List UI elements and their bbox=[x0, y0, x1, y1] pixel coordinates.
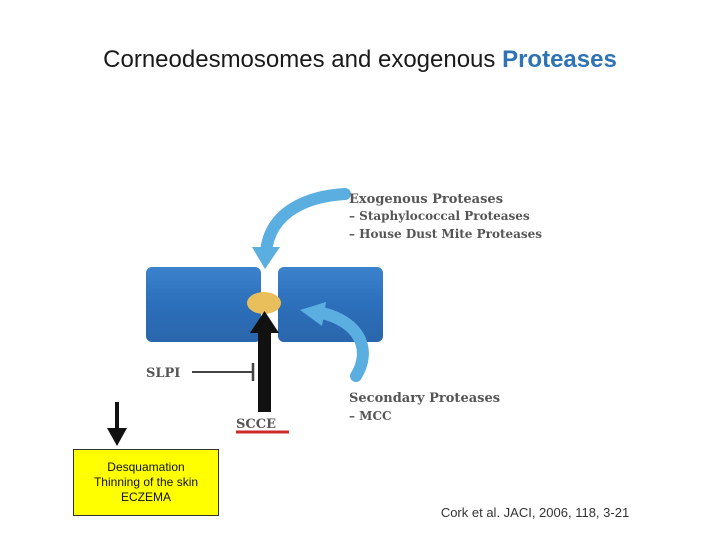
corneodesmosome bbox=[247, 292, 281, 314]
exogenous-item-1: – Staphylococcal Proteases bbox=[349, 209, 530, 223]
callout-line-desquamation: Desquamation bbox=[107, 460, 184, 475]
scce-arrow-shaft bbox=[258, 330, 271, 412]
eczema-callout-box: Desquamation Thinning of the skin ECZEMA bbox=[73, 449, 219, 516]
slpi-label: SLPI bbox=[146, 366, 180, 381]
secondary-heading: Secondary Proteases bbox=[349, 391, 500, 406]
citation: Cork et al. JACI, 2006, 118, 3-21 bbox=[400, 505, 670, 520]
eczema-arrowhead bbox=[107, 428, 127, 446]
corneocyte-right bbox=[278, 267, 383, 342]
exogenous-item-2: – House Dust Mite Proteases bbox=[349, 227, 542, 241]
scce-label: SCCE bbox=[236, 417, 276, 432]
callout-line-thinning: Thinning of the skin bbox=[94, 475, 198, 490]
exogenous-protease-arrow bbox=[266, 194, 345, 252]
exogenous-arrowhead bbox=[252, 247, 280, 269]
callout-line-eczema: ECZEMA bbox=[121, 490, 171, 505]
secondary-item-1: – MCC bbox=[349, 409, 392, 423]
corneocyte-left bbox=[146, 267, 261, 342]
exogenous-heading: Exogenous Proteases bbox=[349, 192, 503, 207]
